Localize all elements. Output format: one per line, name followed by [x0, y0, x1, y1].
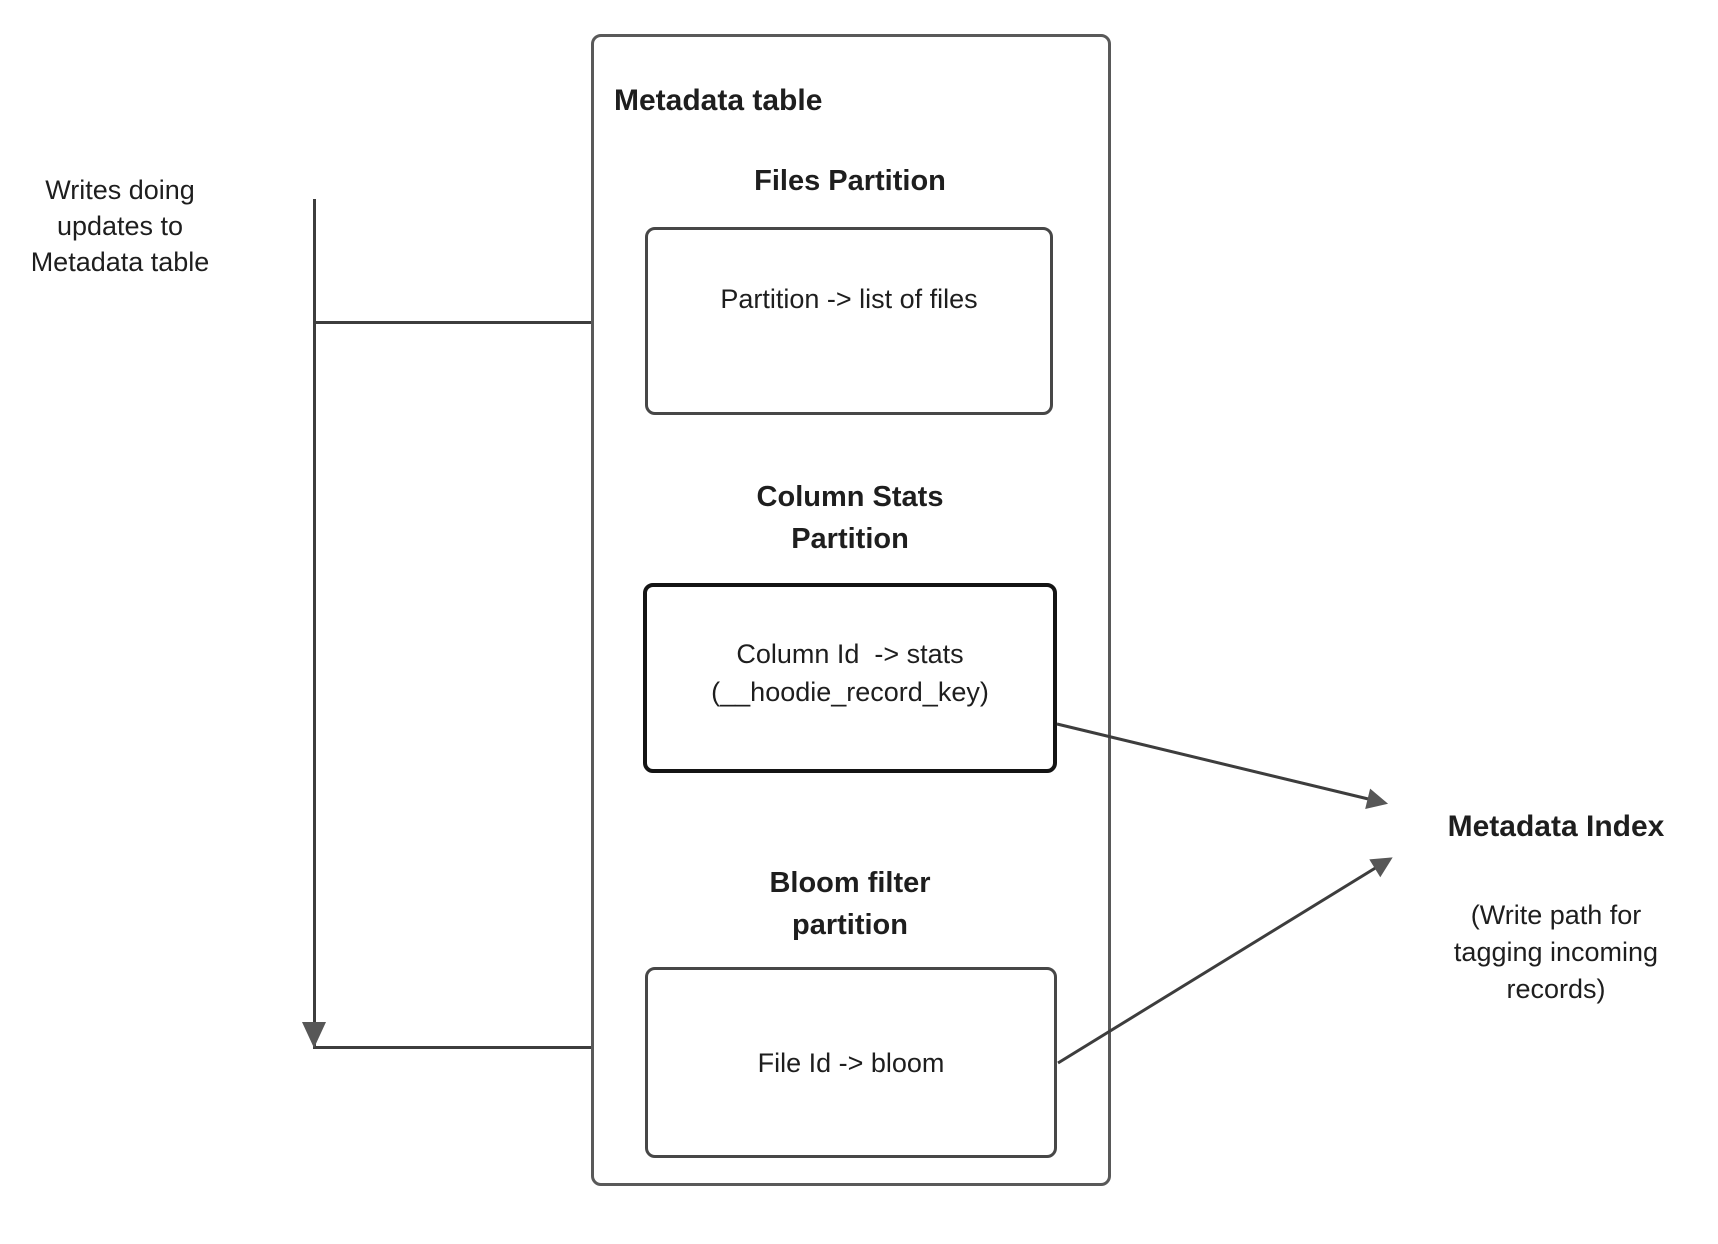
write-path-vertical-line: [313, 199, 316, 1048]
column-stats-partition-box: Column Id -> stats (__hoodie_record_key): [643, 583, 1057, 773]
bloom-filter-partition-heading: Bloom filter partition: [769, 867, 931, 941]
write-to-bloom-connector-line: [313, 1046, 645, 1049]
metadata-table-title: Metadata table: [614, 84, 823, 117]
metadata-index-title: Metadata Index: [1447, 810, 1665, 843]
arrow-column-stats-to-index: [1056, 722, 1389, 810]
down-arrowhead-icon: [302, 1022, 326, 1048]
writes-updates-note: Writes doing updates to Metadata table: [30, 175, 210, 277]
column-stats-partition-text: Column Id -> stats (__hoodie_record_key): [711, 639, 989, 707]
files-partition-text: Partition -> list of files: [720, 284, 978, 314]
metadata-index-subtitle: (Write path for tagging incoming records…: [1453, 900, 1659, 1004]
files-partition-heading: Files Partition: [754, 165, 946, 197]
write-to-files-connector-line: [313, 321, 645, 324]
arrow-bloom-to-index: [1057, 857, 1393, 1065]
files-partition-box: Partition -> list of files: [645, 227, 1053, 415]
column-stats-partition-heading: Column Stats Partition: [756, 481, 944, 555]
bloom-filter-partition-box: File Id -> bloom: [645, 967, 1057, 1158]
bloom-filter-partition-text: File Id -> bloom: [757, 1047, 945, 1078]
